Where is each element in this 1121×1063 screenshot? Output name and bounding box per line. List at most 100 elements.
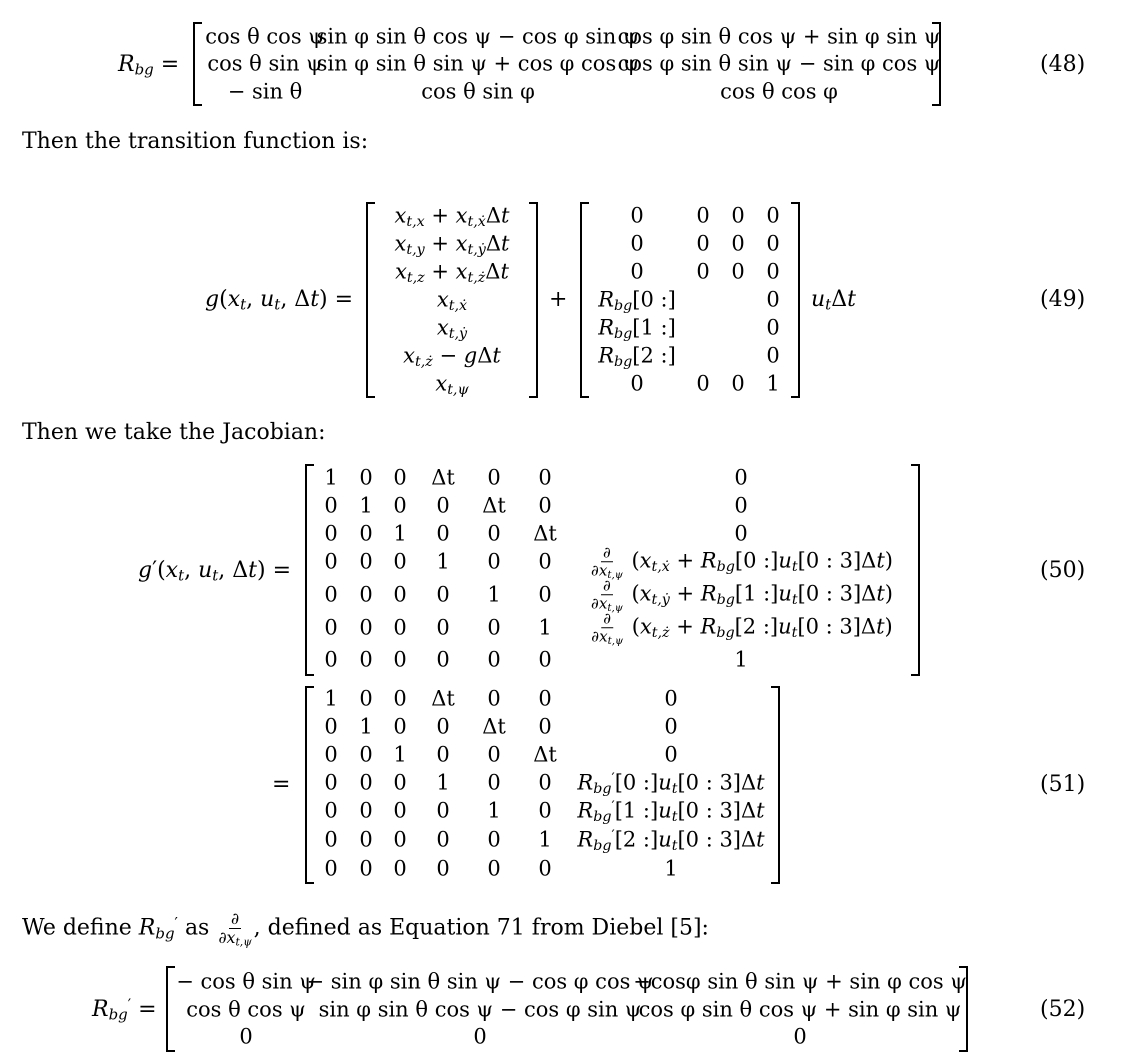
paragraph-text: Then the transition function is: — [22, 129, 369, 154]
matrix-cell: 0 — [734, 493, 748, 518]
matrix-cell: 0 — [359, 798, 373, 823]
matrix-cell: 0 — [487, 647, 501, 672]
matrix-cell: sin φ sin θ cos ψ − cos φ sin ψ — [318, 997, 642, 1022]
matrix-cell: 0 — [696, 259, 710, 284]
matrix-cell: 0 — [538, 770, 552, 795]
matrix-cell: 0 — [766, 315, 780, 340]
matrix-cell: 0 — [664, 686, 678, 711]
vector-entry: xt,x + xt,ẋΔt — [394, 203, 510, 231]
matrix-cell: 0 — [436, 582, 450, 607]
matrix-cell: 0 — [538, 714, 552, 739]
matrix-cell: 0 — [324, 615, 338, 640]
matrix-cell: cos θ cos φ — [720, 79, 838, 104]
matrix-cell: 0 — [359, 521, 373, 546]
matrix-cell: 0 — [359, 686, 373, 711]
eq52-lhs: Rbg′ = — [92, 995, 157, 1024]
eq49-matrix: 0 0 0 0 0 0 0 0 0 0 0 0 Rbg[0 :] 0 Rbg[1… — [580, 202, 800, 398]
vector-entry: xt,ẋ — [436, 287, 468, 315]
equation-number: (52) — [1040, 997, 1086, 1022]
matrix-cell: 0 — [393, 582, 407, 607]
matrix-cell: 0 — [766, 287, 780, 312]
matrix-cell: Rbg[1 :] — [598, 315, 676, 343]
matrix-cell: 0 — [393, 493, 407, 518]
matrix-cell: 0 — [359, 615, 373, 640]
plus-sign: + — [549, 287, 568, 312]
matrix-cell: sin φ sin θ sin ψ + cos φ cos ψ — [316, 51, 640, 76]
matrix-cell: 1 — [538, 827, 552, 852]
matrix-cell: 1 — [324, 686, 338, 711]
matrix-cell: 0 — [766, 343, 780, 368]
matrix-cell: 0 — [766, 259, 780, 284]
matrix-cell: 0 — [436, 798, 450, 823]
matrix-cell: 0 — [630, 259, 644, 284]
matrix-cell: − cos θ sin ψ — [176, 969, 316, 994]
matrix-cell: 1 — [538, 615, 552, 640]
matrix-cell: Δt — [431, 465, 455, 490]
matrix-cell: 0 — [324, 798, 338, 823]
matrix-cell: cos θ sin ψ — [207, 51, 323, 76]
matrix-cell: 1 — [487, 582, 501, 607]
matrix-cell: 0 — [487, 856, 501, 881]
matrix-cell: Rbg[0 :] — [598, 287, 676, 315]
matrix-cell: 0 — [359, 742, 373, 767]
matrix-cell: 0 — [731, 371, 745, 396]
eq48-matrix: cos θ cos ψ sin φ sin θ cos ψ − cos φ si… — [193, 22, 941, 106]
right-bracket — [529, 202, 538, 398]
matrix-cell: cos θ cos ψ — [186, 997, 306, 1022]
matrix-cell: 0 — [393, 549, 407, 574]
right-bracket — [959, 966, 968, 1052]
matrix-cell: 0 — [538, 798, 552, 823]
right-bracket — [771, 686, 780, 884]
matrix-cell: 0 — [239, 1024, 253, 1049]
matrix-cell: 0 — [324, 582, 338, 607]
matrix-cell: 0 — [436, 856, 450, 881]
eq50-lhs: g′(xt, ut, Δt) = — [138, 558, 292, 585]
matrix-cell: 0 — [393, 686, 407, 711]
matrix-cell: − sin θ — [227, 79, 303, 104]
vector-entry: xt,ψ — [435, 371, 469, 399]
matrix-cell: 0 — [436, 521, 450, 546]
vector-entry: xt,y + xt,ẏΔt — [394, 231, 510, 259]
matrix-cell: 0 — [487, 465, 501, 490]
matrix-cell: 0 — [436, 827, 450, 852]
partial-derivative-cell: ∂∂xt,ψ (xt,ż + Rbg[2 :]ut[0 : 3]Δt) — [591, 609, 893, 647]
left-bracket — [193, 22, 202, 106]
equation-number: (48) — [1040, 52, 1086, 77]
matrix-cell: 0 — [359, 465, 373, 490]
matrix-cell: 1 — [487, 798, 501, 823]
matrix-cell: 0 — [731, 203, 745, 228]
matrix-cell: 0 — [393, 465, 407, 490]
right-bracket — [791, 202, 800, 398]
matrix-cell: 1 — [436, 549, 450, 574]
right-bracket — [932, 22, 941, 106]
vector-entry: xt,z + xt,żΔt — [395, 259, 509, 287]
matrix-cell: 0 — [324, 827, 338, 852]
equation-number: (51) — [1040, 772, 1086, 797]
matrix-cell: 1 — [359, 714, 373, 739]
matrix-cell: cos θ sin φ — [421, 79, 535, 104]
matrix-cell: cos φ sin θ cos ψ + sin φ sin ψ — [638, 997, 962, 1022]
eq51-equals: = — [272, 772, 291, 797]
matrix-cell: 0 — [393, 615, 407, 640]
matrix-cell: 0 — [393, 770, 407, 795]
matrix-cell: 1 — [324, 465, 338, 490]
matrix-cell: 0 — [696, 203, 710, 228]
eq49-lhs: g(xt, ut, Δt) = — [205, 287, 354, 314]
paragraph-text: We define Rbg′ as ∂∂xt,ψ, defined as Equ… — [22, 909, 709, 949]
matrix-cell: 1 — [393, 521, 407, 546]
vector-entry: xt,ż − gΔt — [403, 343, 501, 371]
equation-number: (49) — [1040, 287, 1086, 312]
matrix-cell: Δt — [482, 714, 506, 739]
matrix-cell: 0 — [664, 714, 678, 739]
matrix-cell: 0 — [696, 371, 710, 396]
matrix-cell: 0 — [324, 647, 338, 672]
matrix-cell: cos φ sin θ cos ψ + sin φ sin ψ — [617, 24, 941, 49]
matrix-cell: 0 — [487, 615, 501, 640]
matrix-cell: 0 — [324, 742, 338, 767]
matrix-cell: 0 — [359, 549, 373, 574]
matrix-cell: − sin φ sin θ sin ψ − cos φ cos ψ — [306, 969, 654, 994]
matrix-cell: 0 — [731, 259, 745, 284]
matrix-cell: 1 — [664, 856, 678, 881]
matrix-cell: 0 — [538, 465, 552, 490]
matrix-cell: sin φ sin θ cos ψ − cos φ sin ψ — [316, 24, 640, 49]
